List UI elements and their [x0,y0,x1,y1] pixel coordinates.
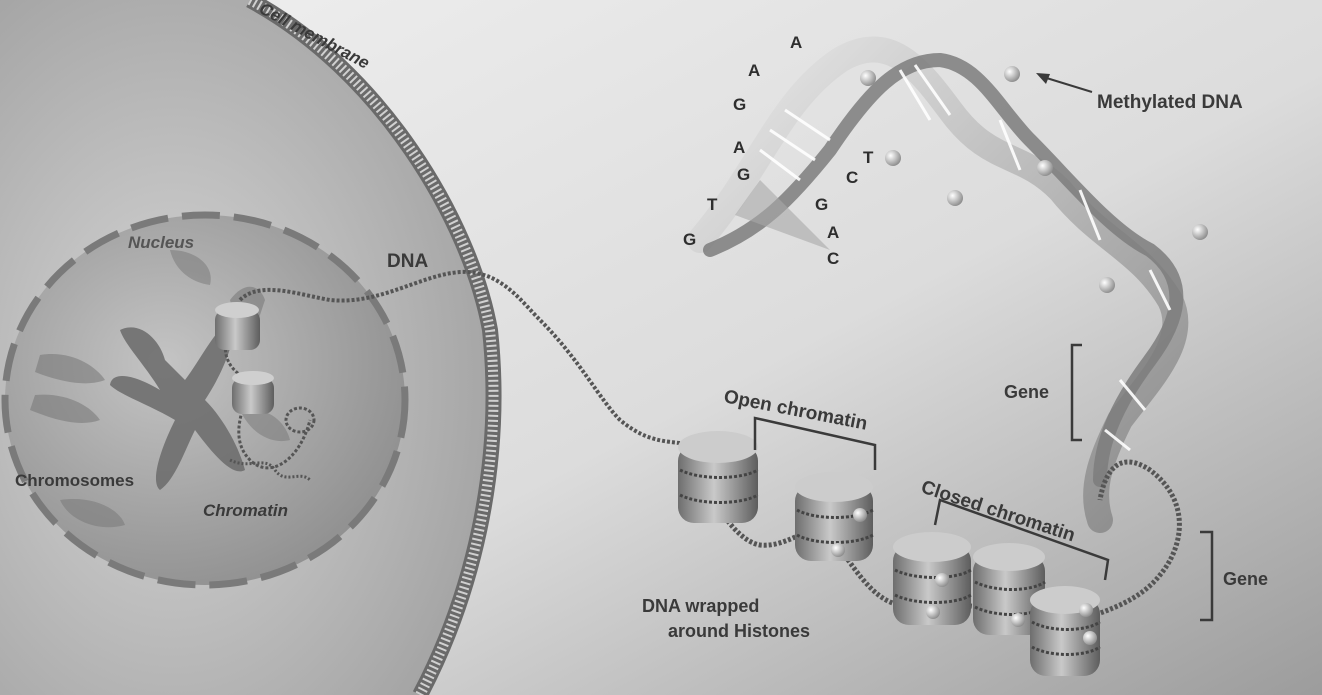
base-letter: A [790,33,802,52]
base-letter: G [683,230,696,249]
gene-lower-label: Gene [1223,569,1268,589]
dna-wrapped-label-line1: DNA wrapped [642,596,759,616]
gene-upper-label: Gene [1004,382,1049,402]
base-letter: C [846,168,858,187]
base-letter: C [827,249,839,268]
base-letter: T [707,195,718,214]
histone-2 [795,472,873,561]
inner-nucleosome-1 [215,302,260,350]
base-letter: G [815,195,828,214]
histone-5 [1030,586,1100,676]
base-letter: A [748,61,760,80]
base-letter: T [863,148,874,167]
base-letter: A [827,223,839,242]
base-letter: G [737,165,750,184]
methylated-dna-label: Methylated DNA [1097,92,1243,113]
base-letter: G [733,95,746,114]
nucleus-label: Nucleus [128,233,194,252]
inner-nucleosome-2 [232,371,274,414]
dna-label: DNA [387,251,428,272]
histone-1 [678,431,758,523]
histone-3 [893,532,971,625]
dna-wrapped-label-line2: around Histones [668,621,810,641]
chromatin-label: Chromatin [203,501,288,520]
base-letter: A [733,138,745,157]
chromosomes-label: Chromosomes [15,471,134,490]
